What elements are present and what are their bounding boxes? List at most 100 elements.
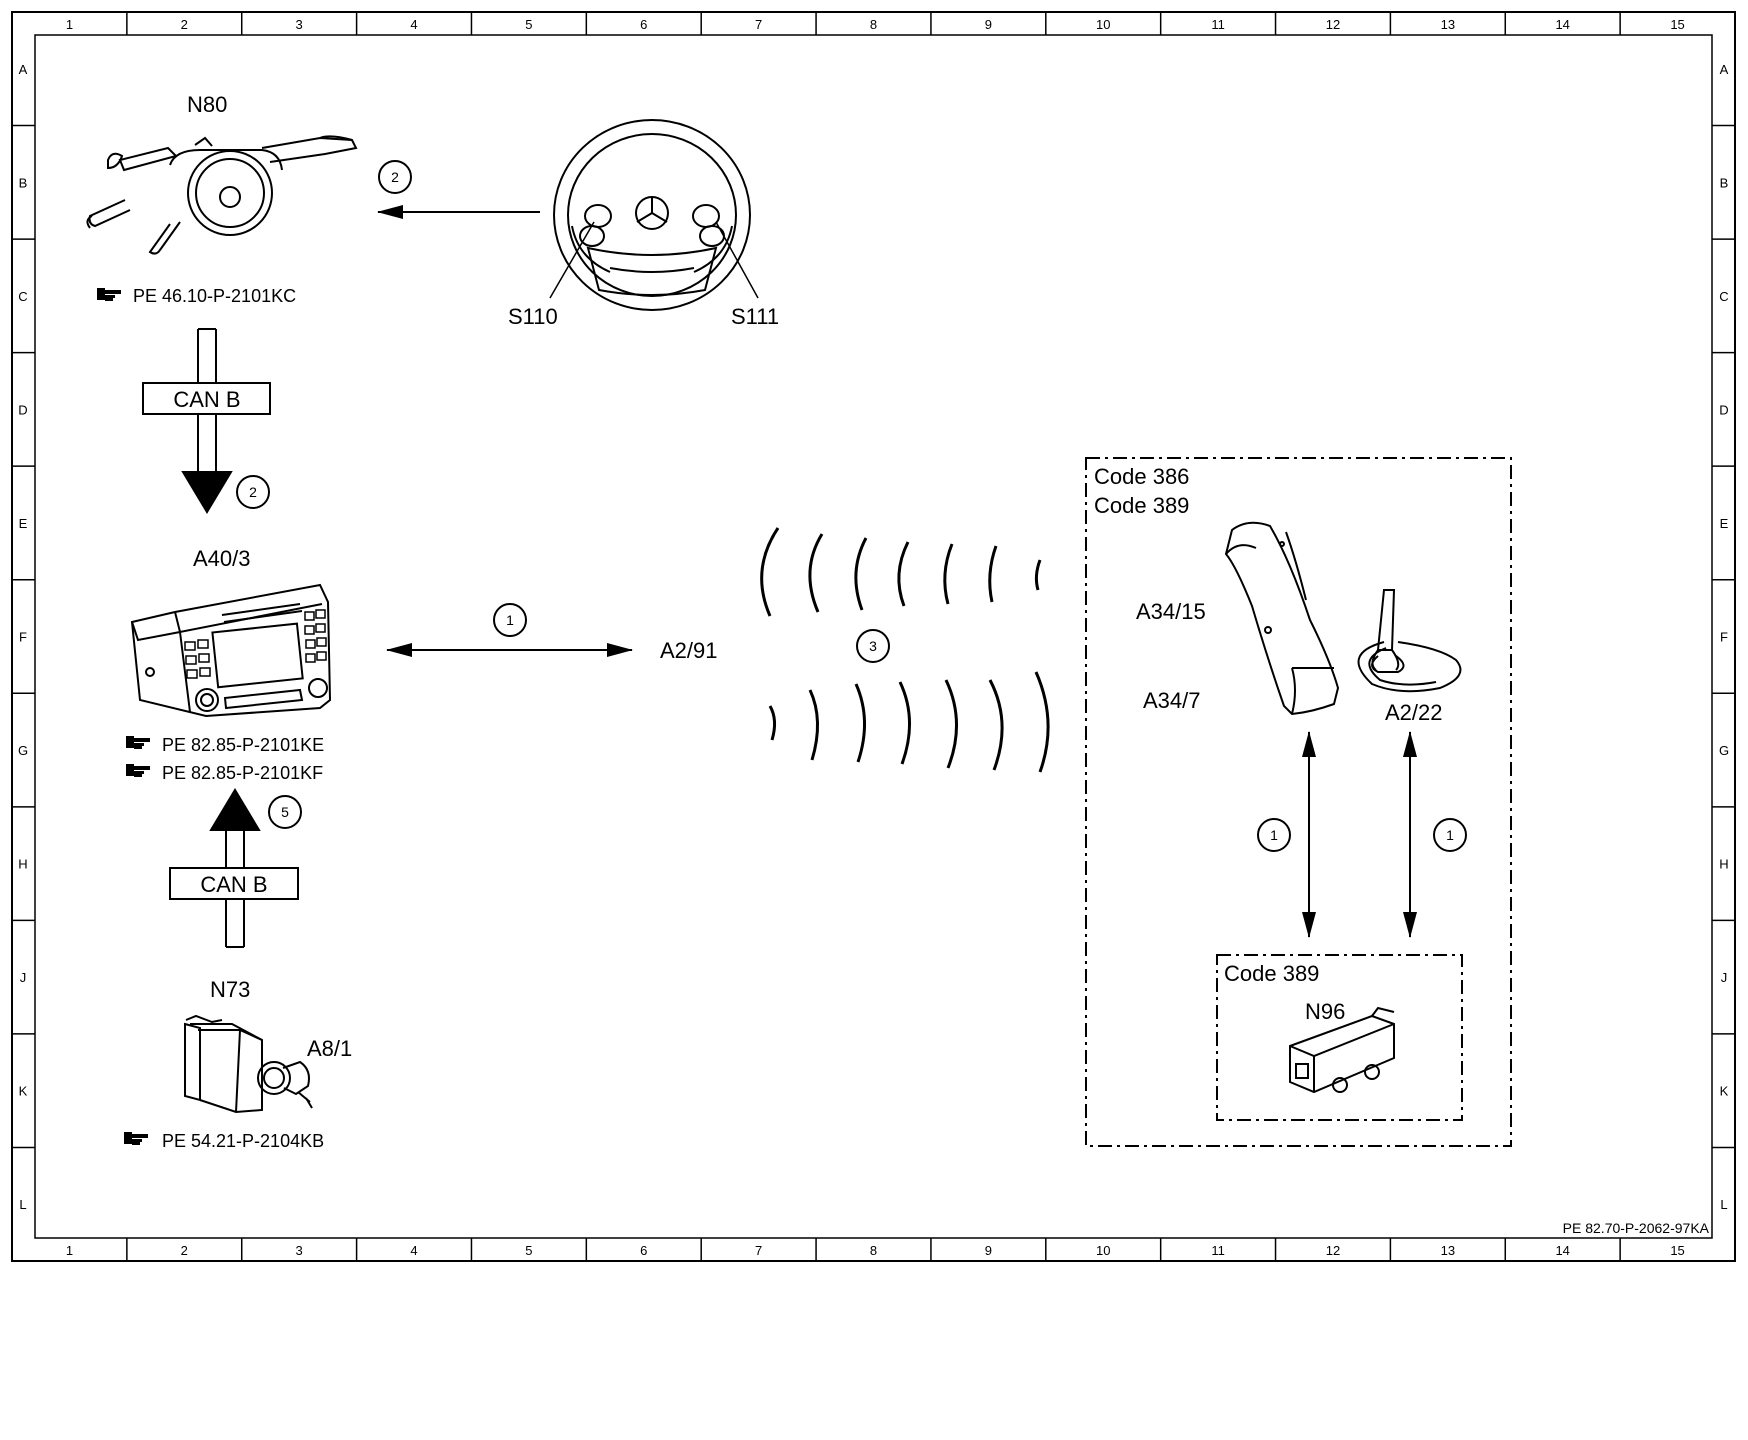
label-can-b-upper: CAN B	[173, 387, 240, 412]
n96-control-unit-illustration	[1289, 1006, 1395, 1094]
callout-n73-to-a40-number: 5	[281, 804, 289, 820]
label-a34-15: A34/15	[1136, 599, 1206, 624]
grid-row-label: F	[19, 630, 27, 645]
label-a2-22: A2/22	[1385, 700, 1443, 725]
grid-row-label: G	[18, 743, 28, 758]
callout-n73-to-a40	[268, 795, 302, 829]
label-n80: N80	[187, 92, 227, 117]
grid-column-label: 14	[1555, 17, 1569, 32]
label-can-b-lower: CAN B	[200, 872, 267, 897]
grid-column-label: 13	[1441, 1243, 1455, 1258]
grid-column-label: 3	[296, 1243, 303, 1258]
grid-column-label: 10	[1096, 17, 1110, 32]
grid-column-label: 13	[1441, 17, 1455, 32]
hand-pointer-icon	[97, 288, 121, 301]
label-n96: N96	[1305, 999, 1345, 1024]
can-b-lower-box	[169, 867, 299, 900]
callout-a40-a291	[493, 603, 527, 637]
callout-a3415-n96	[1257, 818, 1291, 852]
grid-column-label: 5	[525, 1243, 532, 1258]
grid-row-label: C	[1719, 289, 1728, 304]
grid-column-label: 2	[181, 1243, 188, 1258]
callout-wireless	[856, 629, 890, 663]
callout-a222-n96-number: 1	[1446, 827, 1454, 843]
grid-column-label: 1	[66, 17, 73, 32]
grid-column-label: 10	[1096, 1243, 1110, 1258]
n73-ignition-switch-illustration	[184, 1014, 313, 1114]
label-s111: S111	[731, 304, 779, 329]
grid-row-label: D	[18, 402, 27, 417]
grid-row-label: F	[1720, 630, 1728, 645]
grid-column-label: 4	[410, 1243, 417, 1258]
code-389-inner-boundary	[1216, 954, 1463, 1121]
grid-column-label: 9	[985, 1243, 992, 1258]
callout-wireless-number: 3	[869, 638, 877, 654]
grid-ticks	[12, 12, 1735, 1261]
grid-column-label: 11	[1211, 17, 1225, 32]
grid-row-label: G	[1719, 743, 1729, 758]
code-386-389-boundary	[1085, 457, 1512, 1147]
label-a40-3-ref2: PE 82.85-P-2101KF	[162, 763, 323, 783]
grid-row-label: K	[19, 1084, 28, 1099]
callout-a40-a291-number: 1	[506, 612, 514, 628]
wireless-signal-waves	[760, 527, 1050, 773]
grid-column-label: 7	[755, 17, 762, 32]
a40-3-head-unit-illustration	[130, 583, 332, 718]
grid-column-label: 8	[870, 17, 877, 32]
s110-leader	[549, 221, 759, 299]
a34-15-phone-cradle-illustration	[1224, 521, 1340, 716]
grid-column-label: 15	[1670, 1243, 1684, 1258]
label-n73-ref: PE 54.21-P-2104KB	[162, 1131, 324, 1151]
grid-column-label: 3	[296, 17, 303, 32]
label-code-389-outer: Code 389	[1094, 493, 1189, 518]
grid-column-label: 1	[66, 1243, 73, 1258]
grid-row-label: H	[1719, 857, 1728, 872]
n80-steering-column-module-illustration	[86, 135, 358, 255]
callout-steering-to-n80-number: 2	[391, 169, 399, 185]
label-code-389-inner: Code 389	[1224, 961, 1319, 986]
grid-column-label: 12	[1326, 17, 1340, 32]
reference-pointer-icons	[97, 288, 150, 1145]
hand-pointer-icon	[126, 764, 150, 777]
hand-pointer-icon	[124, 1132, 148, 1145]
grid-column-label: 9	[985, 17, 992, 32]
grid-row-label: A	[19, 62, 28, 77]
a2-22-antenna-illustration	[1357, 589, 1462, 693]
label-a40-3-ref1: PE 82.85-P-2101KE	[162, 735, 324, 755]
label-s110: S110	[508, 304, 558, 329]
grid-column-label: 8	[870, 1243, 877, 1258]
label-a8-1: A8/1	[307, 1036, 352, 1061]
can-b-upper-bus-arrow	[181, 328, 233, 514]
label-a34-7: A34/7	[1143, 688, 1201, 713]
grid-column-label: 12	[1326, 1243, 1340, 1258]
grid-column-label: 4	[410, 17, 417, 32]
grid-row-label: H	[18, 857, 27, 872]
grid-row-label: C	[18, 289, 27, 304]
grid-column-label: 6	[640, 17, 647, 32]
grid-row-label: D	[1719, 402, 1728, 417]
callout-a222-n96	[1433, 818, 1467, 852]
grid-column-label: 11	[1211, 1243, 1225, 1258]
grid-row-label: L	[19, 1197, 26, 1212]
label-a2-91: A2/91	[660, 638, 718, 663]
grid-row-label: B	[1720, 175, 1729, 190]
label-n73: N73	[210, 977, 250, 1002]
callout-a3415-n96-number: 1	[1270, 827, 1278, 843]
label-a40-3: A40/3	[193, 546, 251, 571]
label-n80-ref: PE 46.10-P-2101KC	[133, 286, 296, 306]
grid-row-label: E	[1720, 516, 1729, 531]
grid-labels: 1122334455667788991010111112121313141415…	[18, 17, 1729, 1258]
grid-column-label: 15	[1670, 17, 1684, 32]
callout-n80-to-a40	[236, 475, 270, 509]
grid-column-label: 14	[1555, 1243, 1569, 1258]
grid-column-label: 6	[640, 1243, 647, 1258]
steering-wheel-illustration	[553, 119, 751, 311]
grid-column-label: 2	[181, 17, 188, 32]
callout-n80-to-a40-number: 2	[249, 484, 257, 500]
label-code-386: Code 386	[1094, 464, 1189, 489]
grid-row-label: E	[19, 516, 28, 531]
grid-column-label: 5	[525, 17, 532, 32]
figure-id: PE 82.70-P-2062-97KA	[1563, 1220, 1710, 1236]
grid-column-label: 7	[755, 1243, 762, 1258]
grid-row-label: B	[19, 175, 28, 190]
